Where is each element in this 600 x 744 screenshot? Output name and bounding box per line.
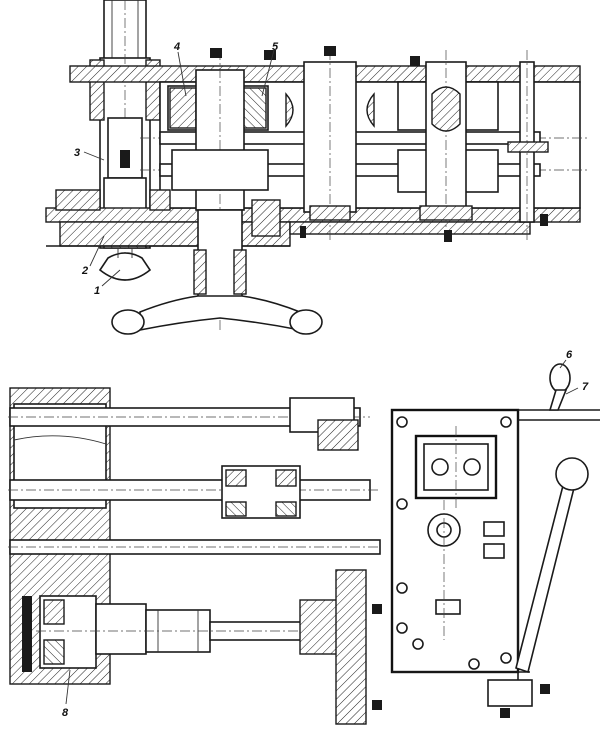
inspection-window: [414, 426, 498, 508]
right-rod: [507, 50, 549, 240]
callout-2: 2: [81, 265, 88, 277]
callout-1: 1: [94, 285, 100, 297]
front-view: [390, 363, 600, 718]
callout-7: 7: [582, 381, 589, 393]
selector-dial: [427, 500, 505, 640]
lever-handle-top: [548, 363, 571, 411]
callout-3: 3: [74, 147, 80, 159]
long-shaft-upper: [8, 397, 370, 451]
hand-knob: [98, 248, 152, 281]
gear-block-right: [397, 50, 499, 240]
long-shaft-middle: [8, 465, 380, 519]
callout-5: 5: [272, 41, 279, 53]
callout-6: 6: [566, 349, 573, 361]
top-section-view: [45, 0, 590, 335]
gear-block-left: [167, 50, 269, 330]
gear-block-middle: [285, 50, 375, 240]
long-shaft-lower: [8, 539, 381, 555]
callout-4: 4: [173, 41, 180, 53]
lower-gear-train: [22, 569, 382, 725]
callout-8: 8: [62, 707, 69, 719]
callout-leaders: [65, 49, 579, 705]
front-bolts: [396, 416, 512, 670]
star-handwheel: [111, 295, 323, 335]
shift-lever: [487, 457, 589, 718]
bottom-left-section: [8, 387, 382, 725]
bolts-top: [210, 46, 548, 242]
